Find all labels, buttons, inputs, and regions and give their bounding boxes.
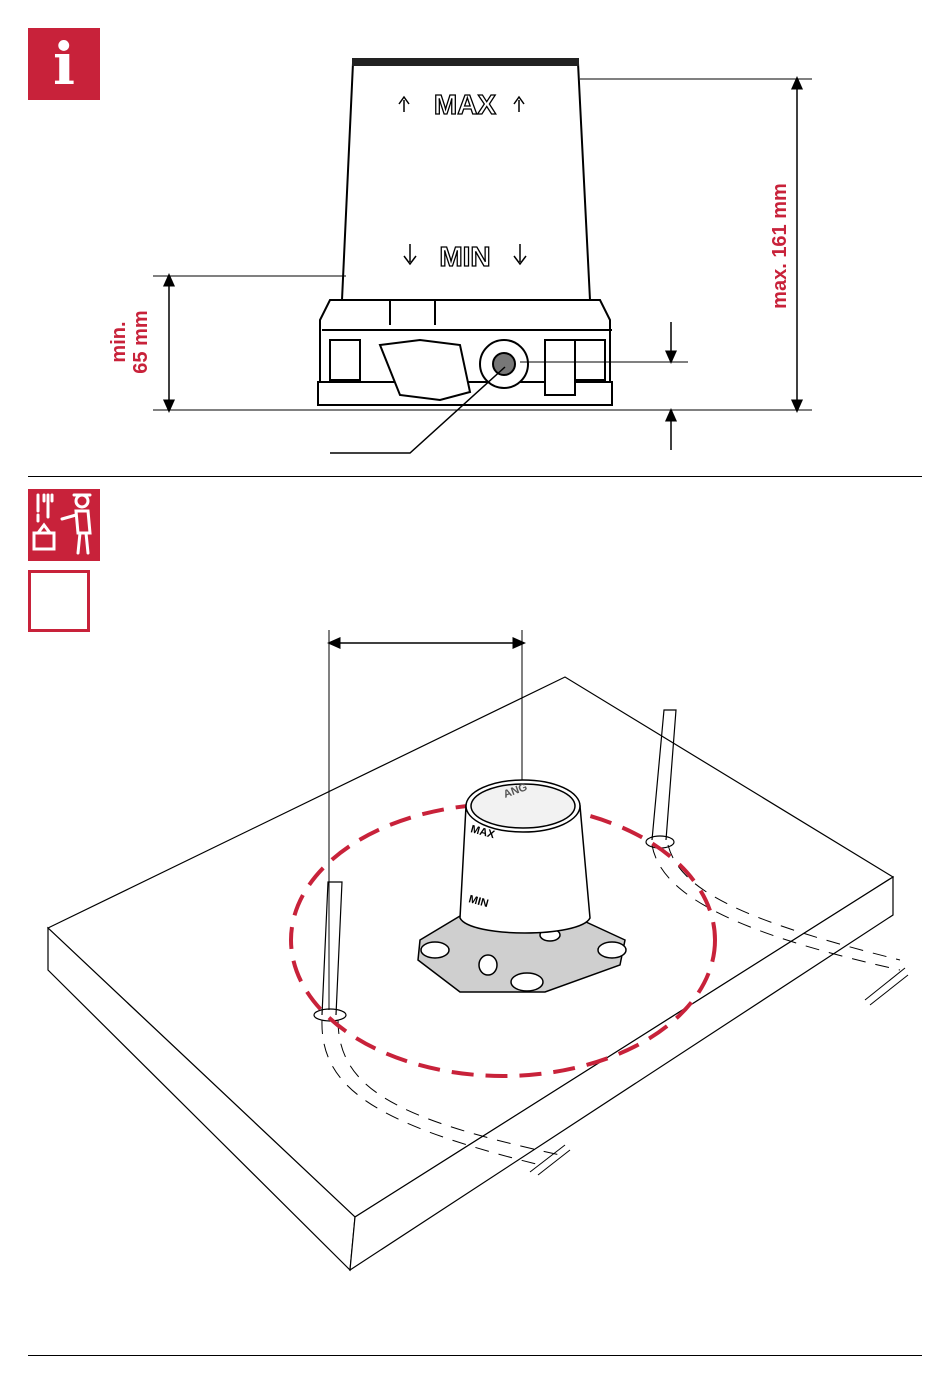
min-dimension-label: min. 65 mm	[108, 292, 152, 392]
section-divider	[28, 476, 922, 477]
installer-tools-icon	[28, 489, 100, 561]
valve-cup-iso	[460, 780, 590, 933]
valve-base	[318, 300, 612, 405]
cup-lid	[352, 58, 579, 66]
min-label: MIN	[439, 241, 490, 272]
footer-divider	[28, 1355, 922, 1356]
tools-glyph	[28, 489, 100, 561]
min-dimension-line1: min.	[108, 292, 130, 392]
max-dimension-label: max. 161 mm	[769, 146, 791, 346]
min-dimension-line2: 65 mm	[130, 292, 152, 392]
outlet-port	[493, 353, 515, 375]
isometric-installation-drawing: ANG MAX MIN	[0, 620, 950, 1300]
max-dimension-text: max. 161 mm	[769, 183, 791, 309]
max-label: MAX	[434, 89, 497, 120]
side-view-drawing: MAX MIN	[0, 0, 950, 470]
